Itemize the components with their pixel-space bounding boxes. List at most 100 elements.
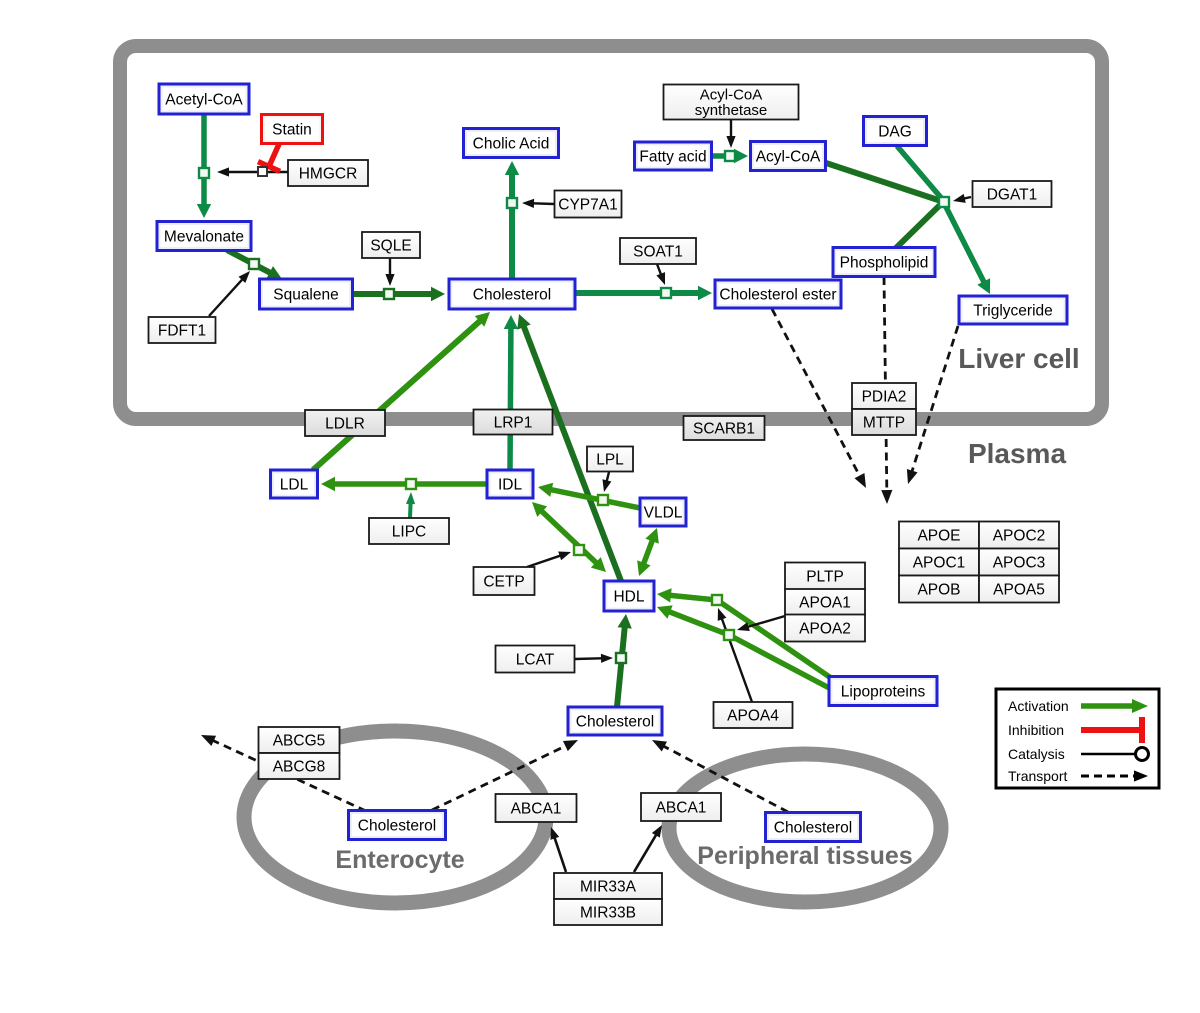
arrowhead xyxy=(737,622,750,632)
arrowhead xyxy=(405,492,416,505)
node-label-apoa1: APOA1 xyxy=(799,594,851,611)
node-sqle[interactable]: SQLE xyxy=(361,231,421,259)
node-cholesterol-ester[interactable]: Cholesterol ester xyxy=(713,278,843,310)
edge-hdl-to-cholesterol-liver xyxy=(517,314,624,583)
edge-idl-hdl-exchange xyxy=(532,502,606,572)
edge-vldl-hdl-exchange xyxy=(637,528,659,576)
edge-line-activation xyxy=(614,622,629,708)
edge-cholesterol-plasma-to-hdl xyxy=(614,614,632,708)
node-cholic-acid[interactable]: Cholic Acid xyxy=(462,127,560,159)
node-mttp[interactable]: MTTP xyxy=(851,408,917,436)
node-box-lipc xyxy=(368,517,450,545)
node-apoa1[interactable]: APOA1 xyxy=(784,588,866,616)
edge-line-catalysis xyxy=(552,833,568,873)
node-box-lrp1 xyxy=(472,408,554,436)
node-apoa2[interactable]: APOA2 xyxy=(784,613,866,643)
node-pltp[interactable]: PLTP xyxy=(784,561,866,591)
node-label-mttp: MTTP xyxy=(863,414,905,431)
arrowhead xyxy=(321,476,335,492)
node-hdl[interactable]: HDL xyxy=(602,579,656,613)
edge-apostack-to-anchor xyxy=(737,614,786,632)
arrowhead xyxy=(656,272,666,285)
node-label-lrp1: LRP1 xyxy=(494,414,533,431)
node-box-apoa1 xyxy=(784,588,866,616)
inhibition-tbar xyxy=(256,159,282,174)
node-acetyl-coa[interactable]: Acetyl-CoA xyxy=(157,82,251,116)
node-cyp7a1[interactable]: CYP7A1 xyxy=(553,189,623,219)
edge-squalene-to-cholesterol xyxy=(353,286,445,302)
node-label-fatty-acid: Fatty acid xyxy=(639,148,706,165)
node-lipc[interactable]: LIPC xyxy=(368,517,450,545)
arrowhead xyxy=(977,278,991,294)
node-apoc2[interactable]: APOC2 xyxy=(978,520,1060,550)
node-ldl[interactable]: LDL xyxy=(269,468,319,500)
node-cholesterol-enterocyte[interactable]: Cholesterol xyxy=(347,809,447,841)
node-cholesterol-liver[interactable]: Cholesterol xyxy=(447,277,577,311)
node-idl[interactable]: IDL xyxy=(485,468,535,500)
edge-cetp-to-anchor xyxy=(526,551,571,569)
node-apob[interactable]: APOB xyxy=(898,574,980,604)
node-ldlr[interactable]: LDLR xyxy=(304,409,386,437)
node-squalene[interactable]: Squalene xyxy=(258,277,354,311)
node-hmgcr[interactable]: HMGCR xyxy=(287,159,369,187)
node-apoc1[interactable]: APOC1 xyxy=(898,547,980,577)
node-box-inner xyxy=(718,283,838,305)
node-cholesterol-plasma[interactable]: Cholesterol xyxy=(566,705,664,737)
node-fatty-acid[interactable]: Fatty acid xyxy=(633,140,713,172)
anchor-node xyxy=(596,493,610,507)
arrowhead xyxy=(600,653,613,663)
node-abcg8[interactable]: ABCG8 xyxy=(257,752,341,780)
node-apoc3[interactable]: APOC3 xyxy=(978,547,1060,577)
node-apoa5[interactable]: APOA5 xyxy=(978,574,1060,604)
edge-line-activation xyxy=(536,505,602,569)
node-triglyceride[interactable]: Triglyceride xyxy=(957,294,1069,326)
enterocyte-label: Enterocyte xyxy=(335,846,464,874)
node-fdft1[interactable]: FDFT1 xyxy=(147,316,217,344)
node-dgat1[interactable]: DGAT1 xyxy=(971,180,1053,208)
node-label-cholesterol-plasma: Cholesterol xyxy=(576,713,654,730)
node-label-hmgcr: HMGCR xyxy=(299,165,358,182)
anchor-node xyxy=(247,257,261,271)
node-label-idl: IDL xyxy=(498,476,523,493)
node-lcat[interactable]: LCAT xyxy=(494,644,576,674)
node-mevalonate[interactable]: Mevalonate xyxy=(155,220,253,252)
node-label-lipoproteins: Lipoproteins xyxy=(841,683,926,700)
node-box-ldlr xyxy=(304,409,386,437)
node-box-sqle xyxy=(361,231,421,259)
node-pdia2[interactable]: PDIA2 xyxy=(851,382,917,410)
node-cholesterol-peripheral[interactable]: Cholesterol xyxy=(764,811,862,843)
node-abca1-enterocyte[interactable]: ABCA1 xyxy=(494,793,578,823)
node-statin[interactable]: Statin xyxy=(260,113,324,145)
node-dag[interactable]: DAG xyxy=(862,115,928,147)
arrowhead xyxy=(1134,770,1148,782)
node-label-soat1: SOAT1 xyxy=(633,243,683,260)
node-vldl[interactable]: VLDL xyxy=(638,496,688,528)
node-abcg5[interactable]: ABCG5 xyxy=(257,726,341,754)
node-acyl-coa[interactable]: Acyl-CoA xyxy=(749,140,827,172)
node-box-scarb1 xyxy=(682,415,766,441)
node-mir33a[interactable]: MIR33A xyxy=(553,872,663,900)
edge-triglyceride-secretion xyxy=(906,325,960,484)
node-phospholipid[interactable]: Phospholipid xyxy=(831,246,937,278)
node-scarb1[interactable]: SCARB1 xyxy=(682,415,766,441)
node-lpl[interactable]: LPL xyxy=(586,445,634,473)
node-abca1-peripheral[interactable]: ABCA1 xyxy=(640,792,722,822)
node-lrp1[interactable]: LRP1 xyxy=(472,408,554,436)
node-apoa4[interactable]: APOA4 xyxy=(712,701,794,729)
arrowhead xyxy=(266,266,282,279)
arrowhead xyxy=(504,161,520,175)
node-label-cholesterol-enterocyte: Cholesterol xyxy=(358,817,436,834)
node-box-hmgcr xyxy=(287,159,369,187)
node-soat1[interactable]: SOAT1 xyxy=(619,237,697,265)
node-cetp[interactable]: CETP xyxy=(472,566,536,596)
arrowhead xyxy=(201,735,217,746)
arrowhead xyxy=(717,608,727,621)
node-apoe[interactable]: APOE xyxy=(898,520,980,550)
edge-ldl-to-cholesterol-liver xyxy=(311,312,490,473)
arrowhead xyxy=(657,588,672,603)
node-mir33b[interactable]: MIR33B xyxy=(553,898,663,926)
node-lipoproteins[interactable]: Lipoproteins xyxy=(827,675,939,707)
